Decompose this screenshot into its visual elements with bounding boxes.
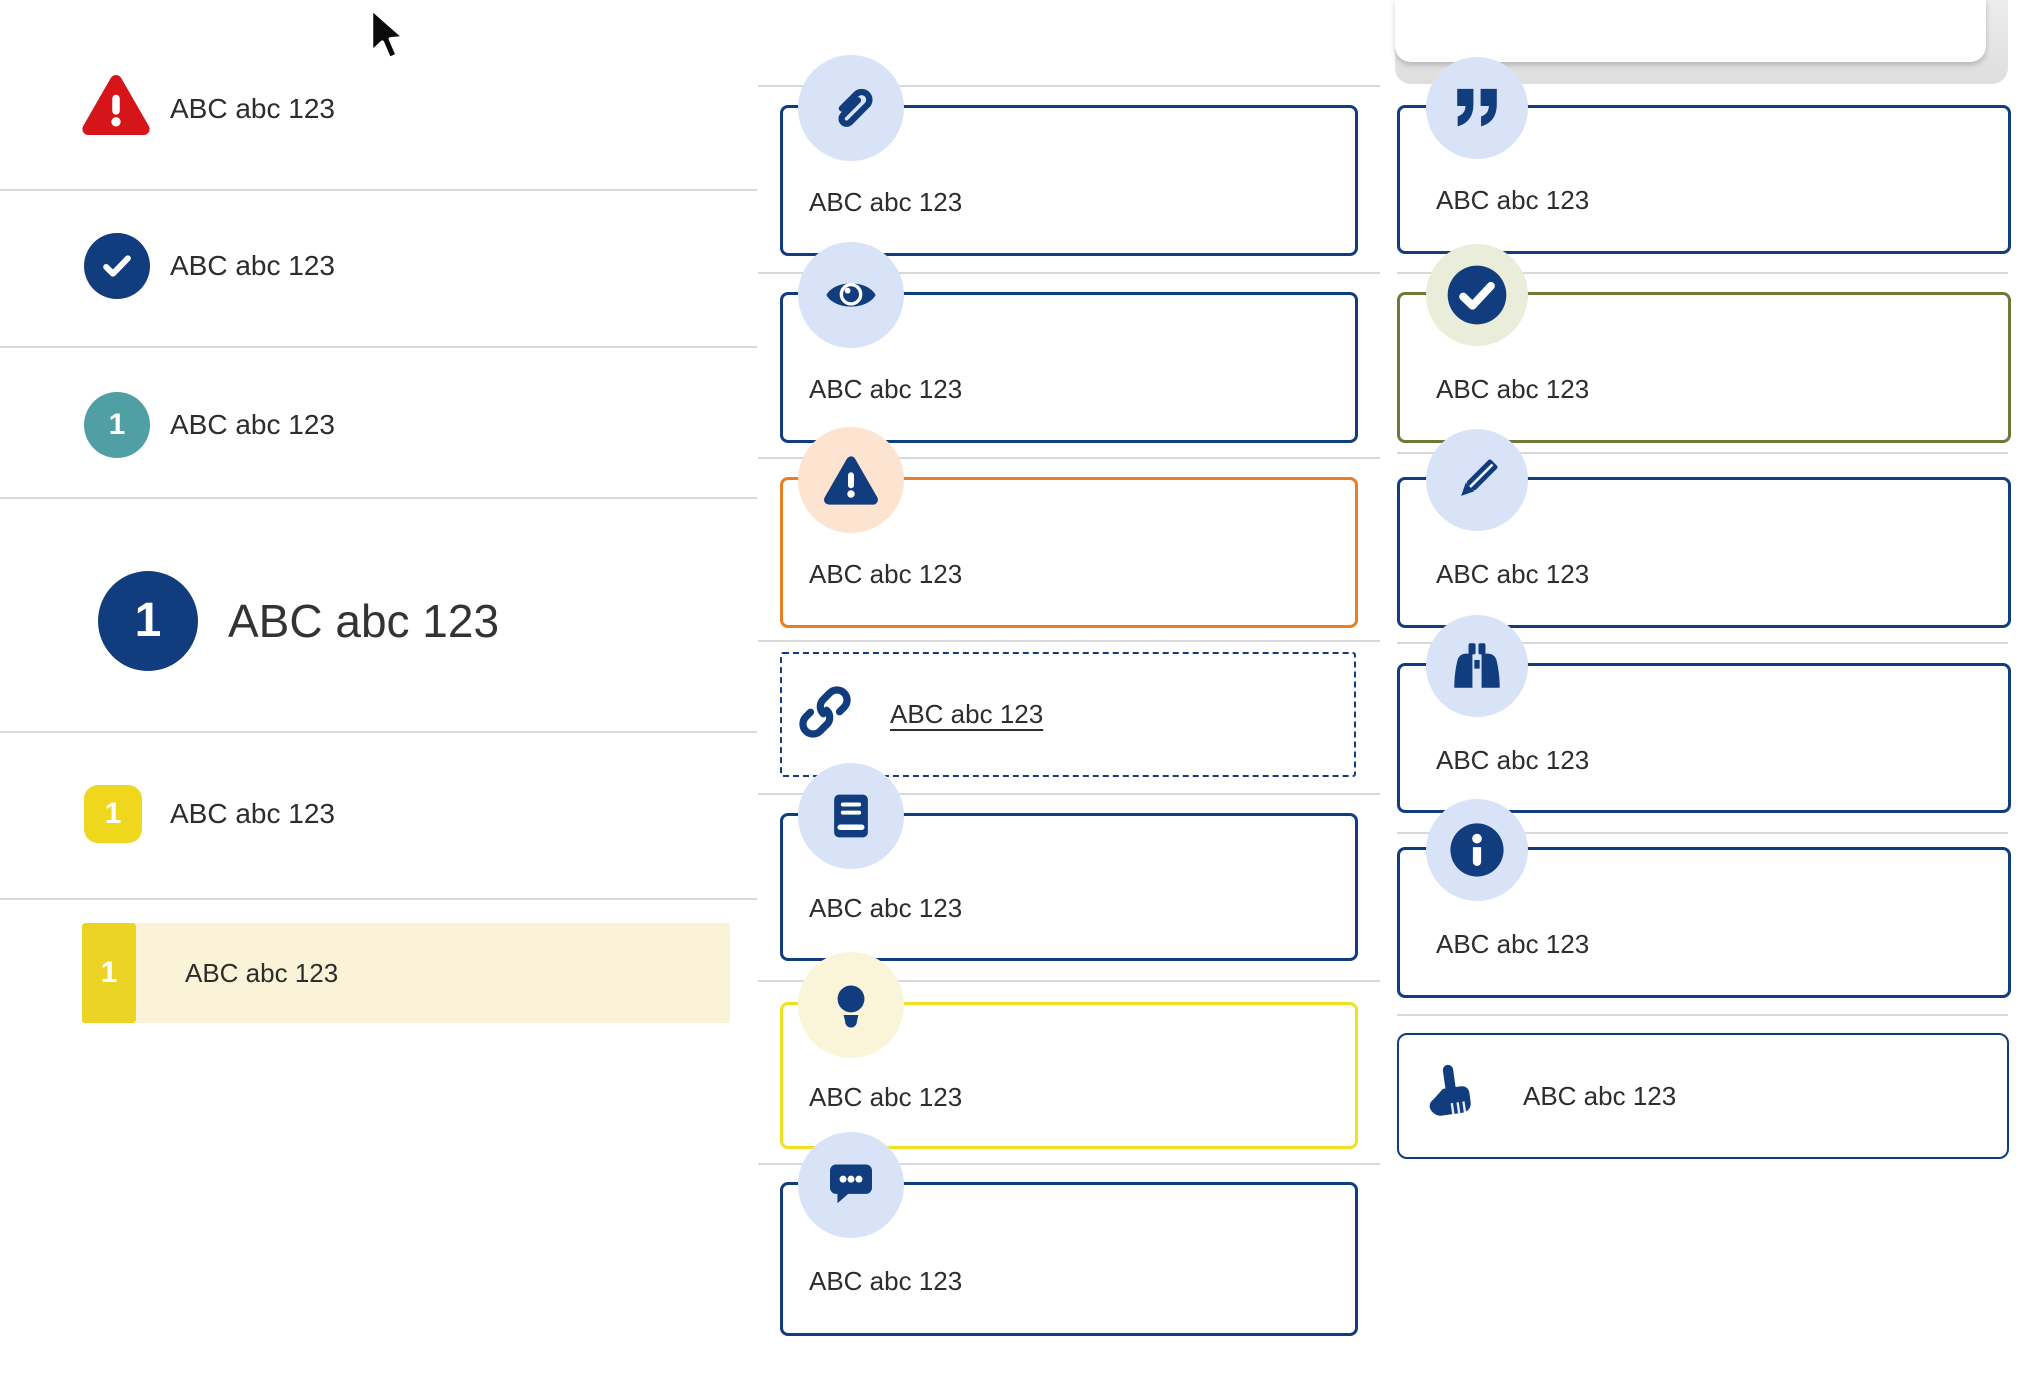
mouse-cursor [366,4,412,71]
highlight-strip [136,923,730,1023]
card-label: ABC abc 123 [809,374,963,404]
binoculars-icon [1426,615,1528,717]
callout-card-info: ABC abc 123 [1397,799,2011,998]
hand-pointer-icon [1421,1061,1481,1132]
floating-tab [1395,0,1986,62]
divider [0,189,757,191]
card-label: ABC abc 123 [809,1082,963,1112]
section-heading: ABC abc 123 [228,595,500,647]
card-label: ABC abc 123 [1436,929,1590,959]
callout-card-discussion: ABC abc 123 [780,1132,1358,1336]
card-label: ABC abc 123 [809,1266,963,1296]
callout-card-reference: ABC abc 123 [780,763,1358,961]
book-icon [798,763,904,869]
callout-card-action: ABC abc 123 [1397,1033,2009,1159]
card-label: ABC abc 123 [809,893,963,923]
divider [758,272,1380,274]
callout-card-tip: ABC abc 123 [780,952,1358,1149]
divider [1397,832,2008,834]
callout-card-attachment: ABC abc 123 [780,55,1358,256]
paperclip-icon [798,55,904,161]
card-label: ABC abc 123 [1523,1081,1677,1111]
callout-card-success: ABC abc 123 [1397,244,2011,443]
check-circle-icon [1426,244,1528,346]
link-icon [796,683,854,746]
warning-triangle-icon [798,427,904,533]
lightbulb-icon [798,952,904,1058]
list-item-label: ABC abc 123 [170,93,335,124]
list-item-label: ABC abc 123 [185,958,339,988]
divider [758,85,1380,87]
divider [1397,452,2008,454]
inline-link[interactable]: ABC abc 123 [890,699,1044,729]
divider [758,1163,1380,1165]
pencil-icon [1426,429,1528,531]
divider [758,980,1380,982]
callout-card-link: ABC abc 123 [780,652,1356,777]
divider [0,346,757,348]
list-item-label: ABC abc 123 [170,409,335,440]
callout-card-warning: ABC abc 123 [780,427,1358,628]
card-label: ABC abc 123 [809,559,963,589]
badge-number: 1 [108,408,126,441]
callout-card-quote: ABC abc 123 [1397,57,2011,254]
badge-number: 1 [100,956,118,989]
divider [0,497,757,499]
card-label: ABC abc 123 [1436,185,1590,215]
divider [0,898,757,900]
divider [1397,1014,2008,1016]
speech-bubble-icon [798,1132,904,1238]
yellow-number-badge: 1 [84,785,142,843]
badge-number: 1 [134,594,162,647]
callout-card-visibility: ABC abc 123 [780,242,1358,443]
eye-icon [798,242,904,348]
divider [1397,642,2008,644]
divider [758,793,1380,795]
yellow-number-badge: 1 [82,923,136,1023]
divider [1397,272,2008,274]
teal-number-badge: 1 [84,392,150,458]
divider [758,457,1380,459]
callout-card-explore: ABC abc 123 [1397,615,2011,813]
quote-icon [1426,57,1528,159]
card-label: ABC abc 123 [1436,745,1590,775]
navy-number-badge: 1 [98,571,198,671]
card-label: ABC abc 123 [809,187,963,217]
info-icon [1426,799,1528,901]
list-item-label: ABC abc 123 [170,250,335,281]
card-label: ABC abc 123 [1436,559,1590,589]
check-circle-icon [84,233,150,299]
divider [758,640,1380,642]
callout-card-edit: ABC abc 123 [1397,429,2011,628]
list-item-label: ABC abc 123 [170,798,335,829]
warning-triangle-icon [80,72,152,138]
divider [0,731,757,733]
card-label: ABC abc 123 [1436,374,1590,404]
badge-number: 1 [104,797,122,830]
